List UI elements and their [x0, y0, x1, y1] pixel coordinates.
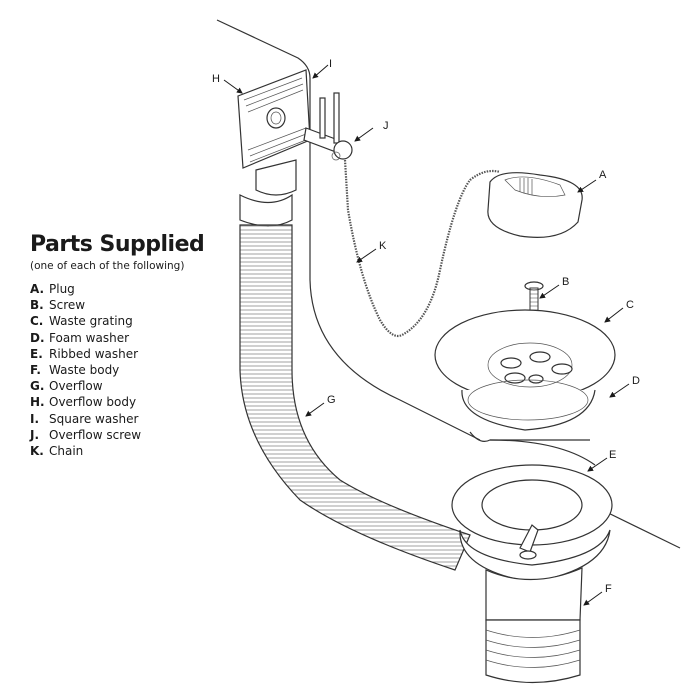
parts-list-item: G. Overflow — [30, 378, 230, 394]
callout-label-g: G — [327, 394, 336, 406]
waste-body — [451, 464, 613, 684]
parts-list-item: C. Waste grating — [30, 313, 230, 329]
parts-list-item: F. Waste body — [30, 362, 230, 378]
part-name: Overflow body — [49, 395, 137, 410]
callout-G: G — [305, 394, 336, 417]
callout-label-e: E — [609, 449, 616, 461]
part-letter: G. — [30, 379, 45, 394]
parts-subtitle: (one of each of the following) — [30, 260, 185, 272]
part-letter: F. — [30, 363, 41, 378]
sink-basin-outline — [216, 19, 681, 549]
plug — [487, 172, 583, 238]
part-letter: D. — [30, 330, 45, 345]
overflow-hose — [239, 224, 471, 571]
part-letter: J. — [30, 427, 40, 442]
callout-J: J — [354, 120, 389, 142]
callout-C: C — [604, 299, 634, 323]
part-name: Foam washer — [49, 330, 130, 345]
parts-list: A. Plug B. Screw C. Waste grating D. Foam wa… — [30, 281, 230, 459]
overflow-screw — [303, 92, 353, 161]
part-name: Plug — [49, 282, 75, 296]
callout-K: K — [356, 240, 387, 263]
part-letter: C. — [30, 314, 44, 329]
part-name: Waste body — [49, 363, 120, 378]
callout-label-j: J — [383, 120, 389, 132]
callout-label-b: B — [562, 276, 569, 288]
ribbed-washer — [489, 439, 596, 466]
parts-list-item: A. Plug — [30, 281, 230, 297]
part-letter: A. — [30, 282, 45, 296]
callout-E: E — [587, 449, 616, 472]
parts-supplied-panel: Parts Supplied (one of each of the follo… — [30, 232, 230, 459]
parts-list-item: J. Overflow screw — [30, 427, 230, 443]
parts-list-item: H. Overflow body — [30, 394, 230, 410]
part-name: Ribbed washer — [49, 346, 139, 361]
parts-list-item: K. Chain — [30, 443, 230, 459]
callout-label-f: F — [605, 583, 612, 595]
part-letter: H. — [30, 395, 45, 410]
waste-grating — [434, 309, 616, 401]
callout-A: A — [577, 169, 607, 193]
part-letter: B. — [30, 298, 44, 313]
part-letter: I. — [30, 411, 40, 426]
part-name: Screw — [49, 298, 86, 313]
callout-D: D — [609, 375, 640, 398]
parts-title: Parts Supplied — [30, 232, 205, 257]
callout-I: I — [312, 58, 332, 79]
callout-label-c: C — [626, 299, 634, 311]
part-name: Chain — [49, 444, 84, 459]
parts-list-item: E. Ribbed washer — [30, 346, 230, 362]
part-name: Overflow — [49, 379, 103, 394]
callout-label-d: D — [632, 375, 640, 387]
chain — [343, 159, 501, 338]
callout-H: H — [212, 73, 243, 94]
overflow-body — [237, 69, 311, 227]
parts-list-item: I. Square washer — [30, 411, 230, 427]
callout-label-a: A — [599, 169, 607, 181]
callout-label-k: K — [379, 240, 387, 252]
callout-F: F — [583, 583, 612, 606]
callout-label-h: H — [212, 73, 220, 85]
part-name: Overflow screw — [49, 427, 142, 442]
parts-list-item: B. Screw — [30, 297, 230, 313]
part-letter: E. — [30, 346, 43, 361]
callout-label-i: I — [329, 58, 332, 70]
parts-list-item: D. Foam washer — [30, 330, 230, 346]
foam-washer — [461, 379, 596, 431]
part-name: Square washer — [49, 411, 139, 426]
part-name: Waste grating — [49, 314, 133, 329]
callout-B: B — [539, 276, 569, 299]
part-letter: K. — [30, 444, 44, 459]
